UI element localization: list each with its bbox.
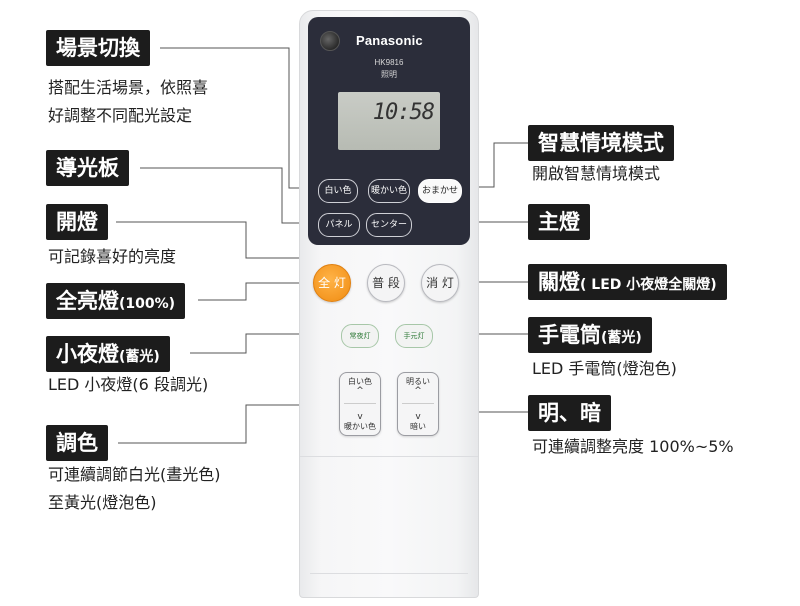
lcd-time: 10:58 [372, 100, 435, 125]
bottom-edge [310, 573, 468, 574]
divider [344, 403, 376, 404]
full-light-tag: 全亮燈(100%) [46, 283, 186, 319]
chevron-down-icon: v [357, 412, 363, 422]
off-button[interactable]: 消 灯 [421, 264, 459, 302]
omakase-button[interactable]: おまかせ [418, 179, 462, 203]
flashlight-title: 手電筒 [538, 323, 601, 347]
lcd-display: 10:58 [338, 92, 440, 150]
color-adjust-tag: 調色 [46, 425, 108, 461]
memory-light-tag: 開燈 [46, 204, 108, 240]
color-white-label: 白い色 [348, 377, 372, 386]
panel-button[interactable]: パネル [318, 213, 360, 237]
center-button[interactable]: センター [366, 213, 412, 237]
color-adjust-desc-2: 至黃光(燈泡色) [48, 493, 157, 512]
flashlight-button[interactable]: 手元灯 [395, 324, 433, 348]
night-light-desc: LED 小夜燈(6 段調光) [48, 375, 209, 394]
night-light-tag: 小夜燈(蓄光) [46, 336, 170, 372]
scene-switch-desc-1: 搭配生活場景，依照喜 [48, 78, 209, 97]
flashlight-desc: LED 手電筒(燈泡色) [532, 359, 677, 378]
white-color-scene-button[interactable]: 白い色 [318, 179, 358, 203]
light-guide-tag: 導光板 [46, 150, 129, 186]
chevron-down-icon: v [415, 412, 421, 422]
warm-color-scene-button[interactable]: 暖かい色 [368, 179, 410, 203]
brightness-up-label: 明るい [406, 377, 430, 386]
divider [402, 403, 434, 404]
flashlight-sub: (蓄光) [601, 330, 642, 346]
chevron-up-icon: ^ [414, 386, 422, 396]
remote-top-panel: Panasonic HK9816 照明 10:58 白い色 暖かい色 おまかせ … [308, 17, 470, 245]
color-adjust-button[interactable]: 白い色 ^ v 暖かい色 [339, 372, 381, 436]
memory-light-desc: 可記錄喜好的亮度 [48, 247, 177, 266]
ir-emitter-icon [320, 31, 340, 51]
brightness-tag: 明、暗 [528, 395, 611, 431]
brightness-desc: 可連續調整亮度 100%~5% [532, 437, 734, 456]
remote-control: Panasonic HK9816 照明 10:58 白い色 暖かい色 おまかせ … [299, 10, 479, 598]
chevron-up-icon: ^ [356, 386, 364, 396]
brightness-down-label: 暗い [410, 422, 426, 431]
brightness-adjust-button[interactable]: 明るい ^ v 暗い [397, 372, 439, 436]
remote-model-sub: 照明 [381, 70, 397, 79]
full-light-button[interactable]: 全 灯 [313, 264, 351, 302]
night-light-button[interactable]: 常夜灯 [341, 324, 379, 348]
color-warm-label: 暖かい色 [344, 422, 376, 431]
full-light-title: 全亮燈 [56, 289, 119, 313]
full-light-sub: (100%) [119, 296, 176, 312]
night-light-sub: (蓄光) [119, 349, 160, 365]
smart-mode-desc: 開啟智慧情境模式 [532, 164, 661, 183]
normal-light-button[interactable]: 普 段 [367, 264, 405, 302]
remote-brand: Panasonic [356, 33, 423, 48]
flashlight-tag: 手電筒(蓄光) [528, 317, 652, 353]
off-tag: 關燈( LED 小夜燈全關燈) [528, 264, 727, 300]
battery-cover-edge [300, 456, 478, 457]
main-light-tag: 主燈 [528, 204, 590, 240]
smart-mode-tag: 智慧情境模式 [528, 125, 674, 161]
off-sub: ( LED 小夜燈全關燈) [580, 277, 717, 293]
night-light-title: 小夜燈 [56, 342, 119, 366]
scene-switch-desc-2: 好調整不同配光設定 [48, 106, 193, 125]
remote-model: HK9816 [374, 58, 404, 67]
color-adjust-desc-1: 可連續調節白光(晝光色) [48, 465, 221, 484]
scene-switch-tag: 場景切換 [46, 30, 150, 66]
off-title: 關燈 [538, 270, 580, 294]
